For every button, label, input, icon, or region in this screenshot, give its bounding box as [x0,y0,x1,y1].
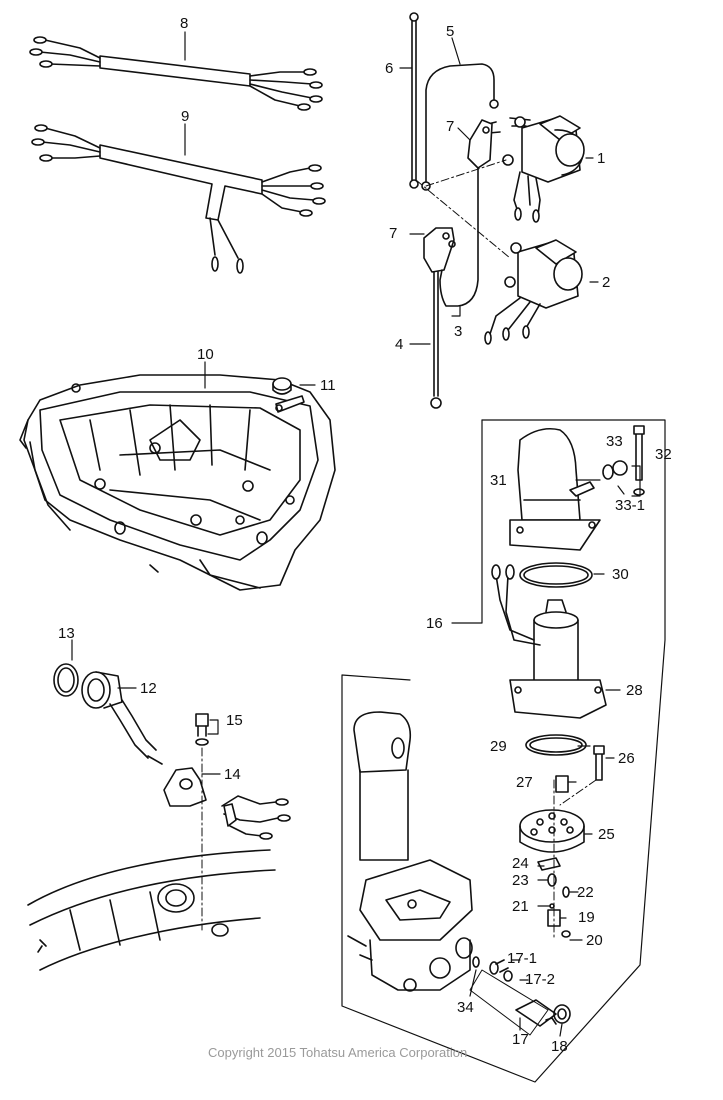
cowl-section [27,849,276,971]
label-17-2: 17-2 [525,971,555,988]
label-2: 2 [602,274,610,291]
wire-harness-9 [31,124,326,274]
label-27: 27 [516,774,533,791]
label-34: 34 [457,999,474,1016]
label-23: 23 [512,872,529,889]
label-17-1: 17-1 [507,950,537,967]
label-9: 9 [181,108,189,125]
label-15: 15 [226,712,243,729]
label-29: 29 [490,738,507,755]
copyright-notice: Copyright 2015 Tohatsu America Corporati… [208,1045,468,1060]
wire-harness-8 [29,36,323,111]
connector-7-upper [467,119,493,169]
label-26: 26 [618,750,635,767]
connector-7-lower [423,227,456,273]
o-ring-30 [519,562,593,588]
label-10: 10 [197,346,214,363]
label-7-lower: 7 [389,225,397,242]
label-19: 19 [578,909,595,926]
screw-33 [602,460,628,480]
relay-1 [477,115,585,223]
label-21: 21 [512,898,529,915]
bottom-cowl-10 [19,374,336,591]
label-22: 22 [577,884,594,901]
label-13: 13 [58,625,75,642]
cable-4 [430,271,442,409]
o-ring-29 [525,734,587,756]
label-31: 31 [490,472,507,489]
label-5: 5 [446,23,454,40]
label-30: 30 [612,566,629,583]
plug-11 [272,377,305,413]
clamp-14 [147,755,207,807]
filter-27 [555,775,569,793]
relay-2 [484,239,583,345]
label-1: 1 [597,150,605,167]
label-18: 18 [551,1038,568,1055]
callout-labels: 1 2 3 4 5 6 7 7 8 9 10 11 12 13 14 15 16… [58,15,672,1055]
o-ring-13 [53,663,79,697]
bolt-32 [633,425,645,496]
grommet-12 [81,671,157,759]
cable-3 [439,167,479,307]
label-6: 6 [385,60,393,77]
label-28: 28 [626,682,643,699]
label-16: 16 [426,615,443,632]
label-8: 8 [180,15,188,32]
bolt-15 [195,713,209,746]
label-32: 32 [655,446,672,463]
cable-6 [409,12,419,189]
trim-assembly-frame [341,419,666,1083]
label-12: 12 [140,680,157,697]
label-3: 3 [454,323,462,340]
label-11: 11 [320,377,336,394]
label-24: 24 [512,855,529,872]
label-33-1: 33-1 [615,497,645,514]
valve-17 [469,956,571,1036]
label-17: 17 [512,1031,529,1048]
harness-connector [221,795,291,840]
label-20: 20 [586,932,603,949]
tilt-cylinder [347,711,473,992]
motor-cover-31 [509,427,601,551]
label-33: 33 [606,433,623,450]
label-14: 14 [224,766,241,783]
cable-5 [421,63,499,191]
pump-25 [519,809,585,853]
label-25: 25 [598,826,615,843]
label-4: 4 [395,336,403,353]
trim-motor-28 [491,564,607,719]
label-7-upper: 7 [446,118,454,135]
bolt-26 [593,745,605,781]
